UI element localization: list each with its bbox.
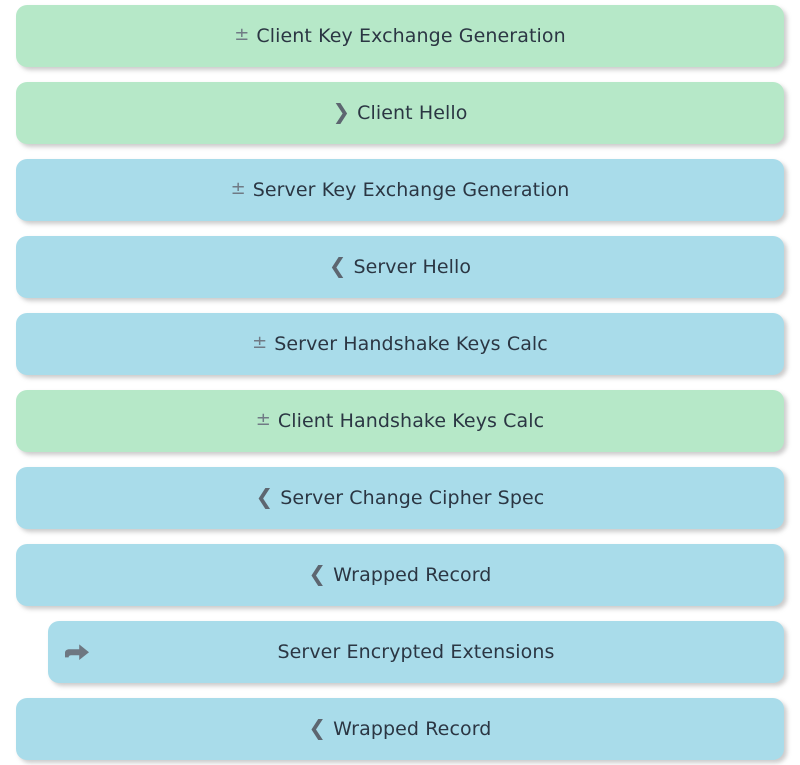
handshake-row-label: Wrapped Record	[333, 718, 492, 740]
handshake-row-label: Client Hello	[357, 102, 468, 124]
handshake-row-content: ❮ Wrapped Record	[308, 562, 492, 587]
chevron-left-icon: ❮	[308, 562, 327, 586]
plus-minus-icon: ±	[234, 24, 250, 45]
handshake-row-label: Server Encrypted Extensions	[277, 641, 555, 663]
handshake-row-content: ± Server Handshake Keys Calc	[252, 333, 548, 355]
plus-minus-icon: ±	[255, 409, 271, 430]
handshake-row-server-change-cipher-spec[interactable]: ❮ Server Change Cipher Spec	[16, 467, 784, 529]
handshake-row-label: Server Handshake Keys Calc	[274, 333, 548, 355]
handshake-row-server-key-exchange-generation[interactable]: ± Server Key Exchange Generation	[16, 159, 784, 221]
handshake-row-label: Wrapped Record	[333, 564, 492, 586]
handshake-row-label: Server Key Exchange Generation	[252, 179, 570, 201]
handshake-row-wrapped-record-2[interactable]: ❮ Wrapped Record	[16, 698, 784, 760]
handshake-row-label: Server Change Cipher Spec	[280, 487, 545, 509]
handshake-row-content: ± Client Key Exchange Generation	[234, 25, 566, 47]
handshake-row-content: ± Client Handshake Keys Calc	[256, 410, 544, 432]
handshake-row-label: Client Handshake Keys Calc	[277, 410, 545, 432]
handshake-row-content: Server Encrypted Extensions	[277, 641, 554, 663]
plus-minus-icon: ±	[230, 178, 246, 199]
handshake-row-client-hello[interactable]: ❯ Client Hello	[16, 82, 784, 144]
handshake-row-client-key-exchange-generation[interactable]: ± Client Key Exchange Generation	[16, 5, 784, 67]
handshake-row-content: ❮ Server Hello	[328, 254, 472, 279]
plus-minus-icon: ±	[252, 332, 268, 353]
handshake-row-content: ❯ Client Hello	[332, 100, 468, 125]
arrow-right-icon	[62, 640, 92, 664]
handshake-row-label: Server Hello	[353, 256, 472, 278]
handshake-row-label: Client Key Exchange Generation	[256, 25, 566, 47]
handshake-row-server-encrypted-extensions[interactable]: Server Encrypted Extensions	[48, 621, 784, 683]
handshake-row-client-handshake-keys-calc[interactable]: ± Client Handshake Keys Calc	[16, 390, 784, 452]
chevron-left-icon: ❮	[328, 254, 347, 278]
handshake-row-server-hello[interactable]: ❮ Server Hello	[16, 236, 784, 298]
chevron-right-icon: ❯	[332, 100, 351, 124]
handshake-row-server-handshake-keys-calc[interactable]: ± Server Handshake Keys Calc	[16, 313, 784, 375]
handshake-row-content: ❮ Server Change Cipher Spec	[255, 485, 545, 510]
chevron-left-icon: ❮	[308, 716, 327, 740]
handshake-row-content: ± Server Key Exchange Generation	[231, 179, 570, 201]
chevron-left-icon: ❮	[255, 485, 274, 509]
handshake-row-wrapped-record-1[interactable]: ❮ Wrapped Record	[16, 544, 784, 606]
handshake-row-content: ❮ Wrapped Record	[308, 716, 492, 741]
